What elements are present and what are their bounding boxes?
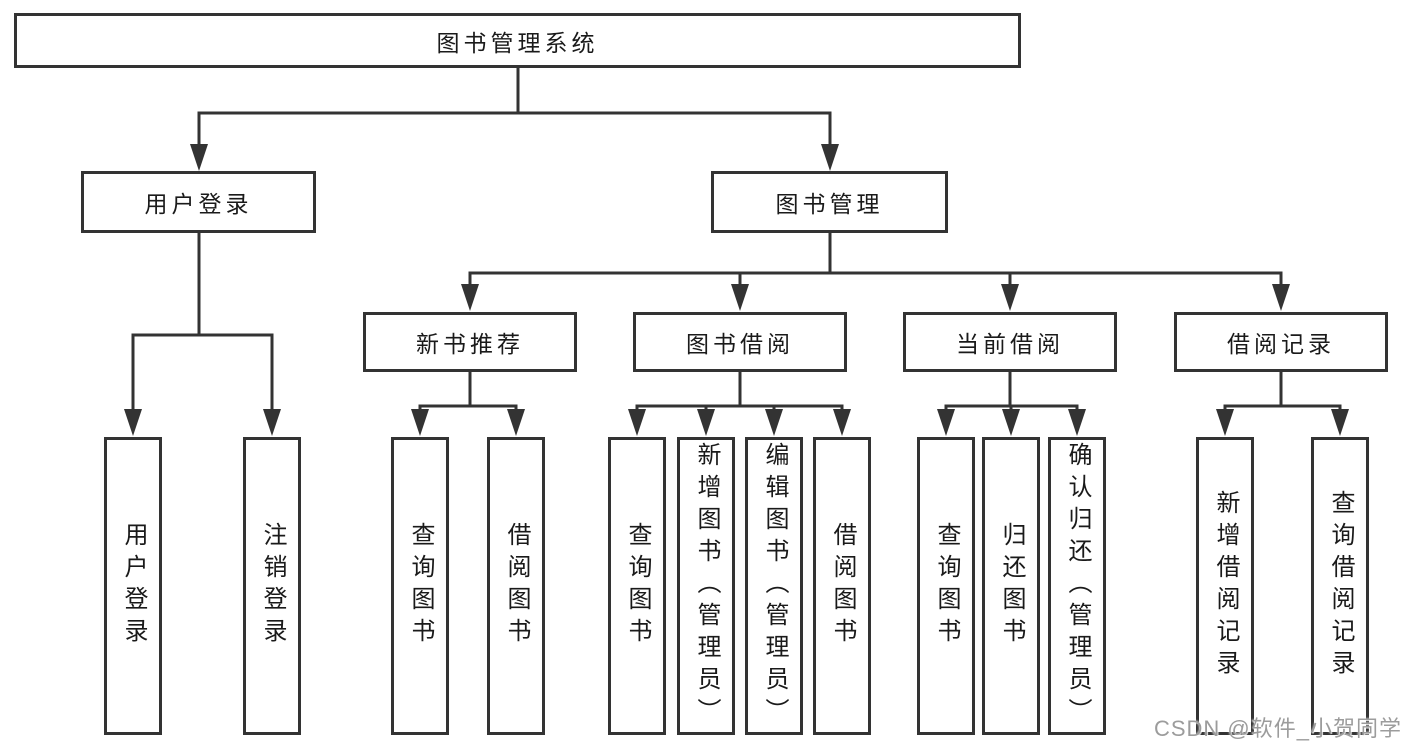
node-book-management: 图书管理 xyxy=(711,171,948,233)
connector-new-book-recommendation-to-leaves xyxy=(411,370,525,436)
node-borrowing-records: 借阅记录 xyxy=(1174,312,1388,372)
leaf-label: 注销登录 xyxy=(259,522,286,650)
node-book-borrowing: 图书借阅 xyxy=(633,312,847,372)
node-user-login: 用户登录 xyxy=(81,171,316,233)
leaf-label: 确认归还（管理员） xyxy=(1064,442,1091,730)
leaf-add-book-admin: 新增图书（管理员） xyxy=(677,437,735,735)
connector-current-borrowing-to-leaves xyxy=(937,370,1086,436)
leaf-borrow-book-2: 借阅图书 xyxy=(813,437,871,735)
node-label: 用户登录 xyxy=(144,191,253,217)
connector-user-login-to-leaves xyxy=(124,231,281,436)
leaf-logout: 注销登录 xyxy=(243,437,301,735)
leaf-query-book-2: 查询图书 xyxy=(608,437,666,735)
leaf-label: 查询借阅记录 xyxy=(1327,490,1354,682)
leaf-label: 新增图书（管理员） xyxy=(693,442,720,730)
leaf-label: 查询图书 xyxy=(624,522,651,650)
leaf-query-book-1: 查询图书 xyxy=(391,437,449,735)
node-label: 借阅记录 xyxy=(1227,331,1335,357)
watermark: CSDN @软件_小贺同学 xyxy=(1153,716,1402,741)
connector-root-to-level2 xyxy=(190,66,839,171)
leaf-query-borrow-record: 查询借阅记录 xyxy=(1311,437,1369,735)
connector-book-borrowing-to-leaves xyxy=(628,370,851,436)
leaf-edit-book-admin: 编辑图书（管理员） xyxy=(745,437,803,735)
leaf-label: 用户登录 xyxy=(120,522,147,650)
leaf-user-login: 用户登录 xyxy=(104,437,162,735)
node-root: 图书管理系统 xyxy=(14,13,1021,68)
node-label: 新书推荐 xyxy=(416,331,524,357)
leaf-label: 借阅图书 xyxy=(829,522,856,650)
node-new-book-recommendation: 新书推荐 xyxy=(363,312,577,372)
leaf-confirm-return-admin: 确认归还（管理员） xyxy=(1048,437,1106,735)
node-current-borrowing: 当前借阅 xyxy=(903,312,1117,372)
leaf-borrow-book-1: 借阅图书 xyxy=(487,437,545,735)
leaf-add-borrow-record: 新增借阅记录 xyxy=(1196,437,1254,735)
connector-borrowing-records-to-leaves xyxy=(1216,370,1349,436)
node-label: 图书借阅 xyxy=(686,331,794,357)
leaf-label: 归还图书 xyxy=(998,522,1025,650)
leaf-return-book: 归还图书 xyxy=(982,437,1040,735)
leaf-label: 编辑图书（管理员） xyxy=(761,442,788,730)
leaf-label: 查询图书 xyxy=(407,522,434,650)
leaf-label: 借阅图书 xyxy=(503,522,530,650)
leaf-label: 查询图书 xyxy=(933,522,960,650)
leaf-label: 新增借阅记录 xyxy=(1212,490,1239,682)
leaf-query-book-3: 查询图书 xyxy=(917,437,975,735)
connector-book-management-to-level3 xyxy=(461,231,1290,311)
node-label: 图书管理系统 xyxy=(436,29,599,56)
node-label: 图书管理 xyxy=(775,191,884,217)
node-label: 当前借阅 xyxy=(956,331,1064,357)
